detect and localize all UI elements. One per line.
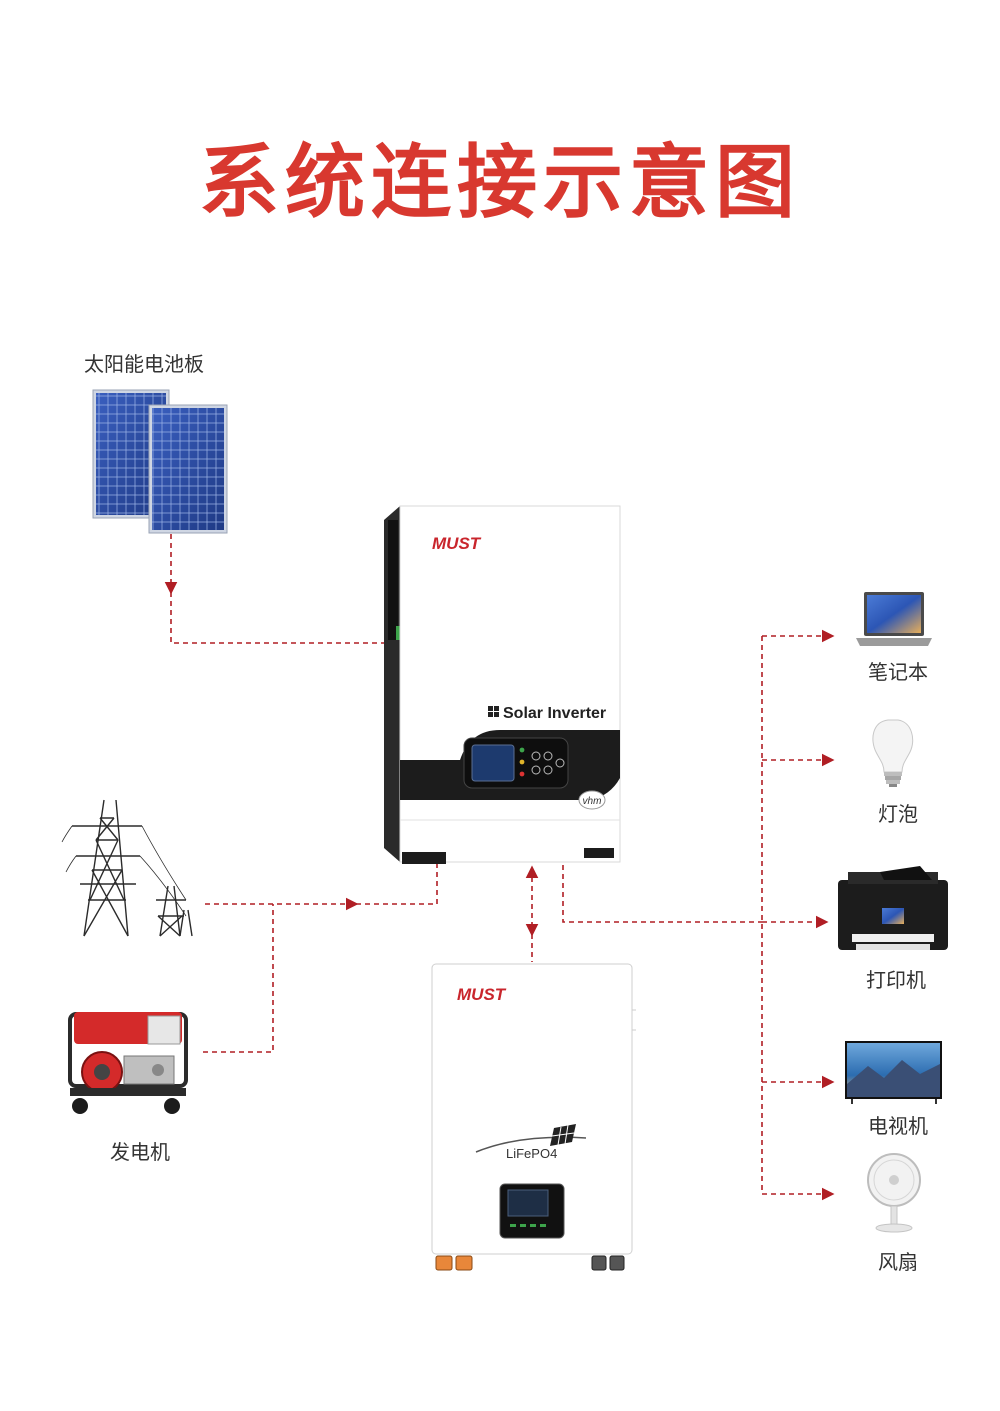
laptop-icon bbox=[856, 592, 932, 646]
battery-solar-logo bbox=[550, 1124, 576, 1146]
page-title: 系统连接示意图 bbox=[199, 136, 801, 229]
generator-icon bbox=[68, 1012, 188, 1114]
solar-panel-icon bbox=[92, 389, 228, 534]
fan-label: 风扇 bbox=[878, 1250, 918, 1274]
inverter-icon bbox=[384, 505, 621, 864]
inverter-to-load-bus bbox=[562, 856, 762, 923]
inverter-brand: MUST bbox=[432, 534, 482, 553]
printer-icon bbox=[838, 866, 948, 950]
bulb-icon bbox=[872, 719, 914, 787]
battery-chemistry: LiFePO4 bbox=[506, 1146, 557, 1161]
solar-panel-label: 太阳能电池板 bbox=[84, 352, 204, 376]
tv-icon bbox=[845, 1041, 942, 1104]
grid-into-inverter-line bbox=[356, 862, 438, 905]
generator-label: 发电机 bbox=[110, 1140, 170, 1164]
bulb-label: 灯泡 bbox=[878, 802, 918, 826]
tv-label: 电视机 bbox=[868, 1114, 928, 1138]
inverter-badge: vhm bbox=[583, 796, 602, 807]
power-tower-icon bbox=[61, 799, 193, 937]
inverter-product-label: Solar Inverter bbox=[503, 705, 606, 722]
laptop-label: 笔记本 bbox=[868, 660, 928, 684]
solar-to-inverter-line bbox=[170, 592, 384, 644]
battery-icon bbox=[431, 963, 636, 1271]
connection-lines bbox=[164, 534, 835, 1201]
battery-brand: MUST bbox=[457, 985, 507, 1004]
generator-to-grid-line bbox=[203, 904, 274, 1053]
printer-label: 打印机 bbox=[866, 968, 926, 992]
fan-icon bbox=[867, 1153, 921, 1233]
